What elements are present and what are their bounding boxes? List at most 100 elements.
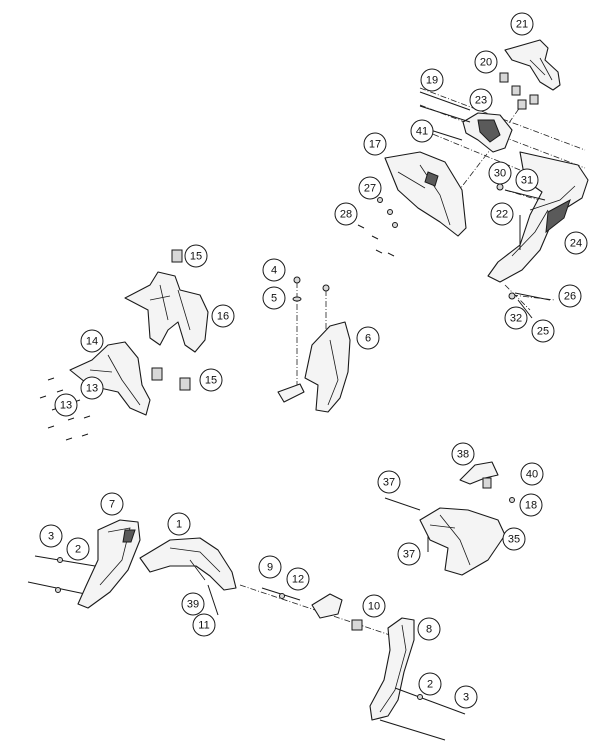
part-2-washer: [417, 694, 423, 700]
callout-5: 5: [262, 286, 286, 310]
callout-30: 30: [488, 161, 512, 185]
callout-circle: [39, 524, 63, 548]
callout-circle: [504, 306, 528, 330]
callout-2: 2: [66, 537, 90, 561]
callout-18: 18: [519, 493, 543, 517]
part-13-screw: [39, 377, 91, 441]
part-20-bushing: [511, 85, 521, 96]
callout-number: 9: [267, 562, 273, 574]
callout-24: 24: [564, 231, 588, 255]
callout-number: 3: [48, 531, 54, 543]
callout-circle: [520, 462, 544, 486]
callout-circle: [181, 592, 205, 616]
callout-number: 31: [521, 175, 533, 187]
callout-26: 26: [558, 284, 582, 308]
callout-circle: [451, 442, 475, 466]
callout-number: 20: [480, 57, 492, 69]
callout-2: 2: [418, 672, 442, 696]
callout-number: 6: [365, 333, 371, 345]
part-7-insert: [122, 529, 136, 543]
callout-circle: [397, 542, 421, 566]
callout-number: 1: [176, 519, 182, 531]
callout-number: 26: [564, 291, 576, 303]
callout-number: 22: [496, 209, 508, 221]
callout-circle: [199, 368, 223, 392]
callout-number: 5: [271, 293, 277, 305]
part-15-bushing: [151, 367, 163, 381]
callout-circle: [184, 244, 208, 268]
part-1-detail: [169, 547, 221, 581]
callout-32: 32: [504, 306, 528, 330]
callout-circle: [192, 613, 216, 637]
callout-number: 13: [60, 400, 72, 412]
part-15-bushing: [171, 249, 183, 263]
bottom-assembly: [27, 519, 466, 741]
part-35-detail: [429, 514, 471, 566]
callout-28: 28: [334, 202, 358, 226]
part-19-bolt: [419, 91, 471, 111]
callout-circle: [334, 202, 358, 226]
callout-circle: [417, 617, 441, 641]
callout-circle: [80, 329, 104, 353]
callout-number: 28: [340, 209, 352, 221]
callout-circle: [167, 512, 191, 536]
callout-number: 16: [217, 311, 229, 323]
callout-circle: [211, 304, 235, 328]
part-7-detail: [99, 527, 131, 586]
part-31-bolt: [504, 189, 546, 201]
part-12-washer: [279, 593, 285, 599]
callout-number: 3: [463, 692, 469, 704]
callout-circle: [420, 68, 444, 92]
leader-line: [422, 129, 521, 171]
callout-number: 24: [570, 238, 582, 250]
part-3-bolt: [379, 719, 446, 741]
part-37-bolt: [384, 497, 421, 511]
callout-number: 2: [427, 679, 433, 691]
callout-circle: [66, 537, 90, 561]
part-5-washer: [292, 296, 302, 302]
callout-21: 21: [510, 12, 534, 36]
callout-22: 22: [490, 202, 514, 226]
callout-11: 11: [192, 613, 216, 637]
callout-15: 15: [199, 368, 223, 392]
center-guard-assembly: [277, 276, 351, 413]
callout-circle: [519, 493, 543, 517]
callout-number: 13: [86, 383, 98, 395]
part-21-detail: [529, 57, 553, 81]
callout-circle: [363, 132, 387, 156]
callout-13: 13: [80, 376, 104, 400]
callout-13: 13: [54, 393, 78, 417]
callout-circle: [362, 594, 386, 618]
lower-right-assembly: [384, 461, 515, 576]
callout-16: 16: [211, 304, 235, 328]
part-19-bolt: [419, 105, 471, 123]
callout-14: 14: [80, 329, 104, 353]
callout-circle: [100, 492, 124, 516]
part-4-nut: [322, 284, 330, 292]
callout-9: 9: [258, 555, 282, 579]
callout-number: 32: [510, 313, 522, 325]
callout-circle: [474, 50, 498, 74]
part-6-mount-plate: [277, 383, 305, 403]
callout-1: 1: [167, 512, 191, 536]
callout-3: 3: [454, 685, 478, 709]
callout-12: 12: [286, 567, 310, 591]
callout-6: 6: [356, 326, 380, 350]
callout-circle: [469, 88, 493, 112]
part-27-washer: [392, 222, 398, 228]
callout-number: 10: [368, 601, 380, 613]
callout-4: 4: [262, 258, 286, 282]
callout-circle: [515, 168, 539, 192]
callout-39: 39: [181, 592, 205, 616]
mount-bracket-assembly: [39, 249, 209, 441]
callout-circle: [564, 231, 588, 255]
callout-number: 35: [508, 534, 520, 546]
part-20-bushing: [499, 72, 509, 83]
callout-37: 37: [377, 470, 401, 494]
part-3-bolt: [394, 687, 466, 715]
callout-circle: [502, 527, 526, 551]
part-40-bushing: [482, 477, 492, 489]
part-4-nut: [293, 276, 301, 284]
part-27-washer: [387, 209, 393, 215]
